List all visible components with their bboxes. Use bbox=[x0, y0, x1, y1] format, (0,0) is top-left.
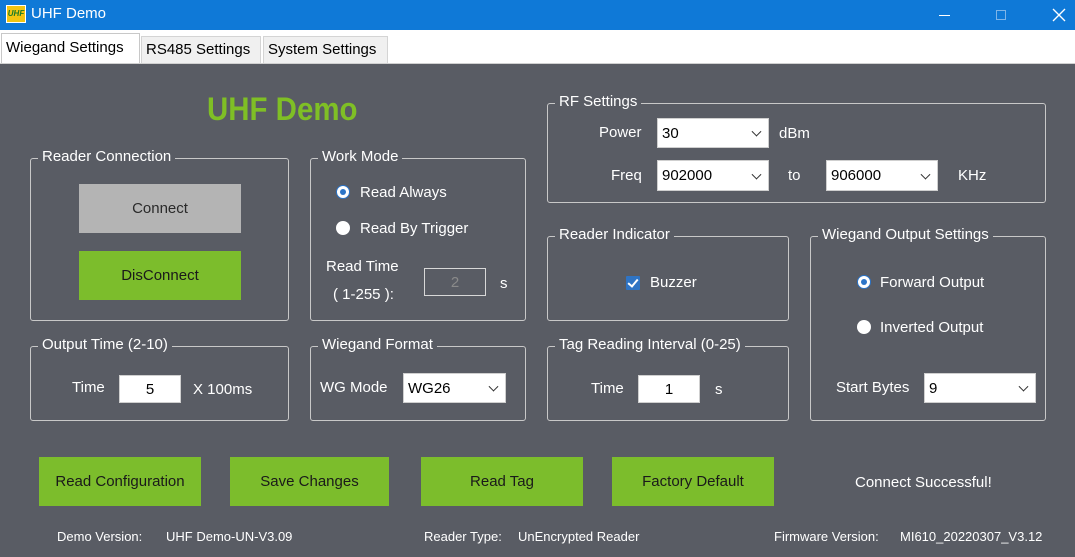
work-mode-title: Work Mode bbox=[318, 148, 403, 165]
freq-to-label: to bbox=[788, 167, 801, 184]
status-text: Connect Successful! bbox=[855, 474, 992, 491]
demo-version-label: Demo Version: bbox=[57, 529, 143, 544]
tab-wiegand-settings[interactable]: Wiegand Settings bbox=[1, 33, 140, 64]
output-time-unit: X 100ms bbox=[193, 381, 253, 398]
logo-text: UHF Demo bbox=[207, 91, 358, 127]
window-title: UHF Demo bbox=[31, 5, 107, 22]
reader-connection-group: Reader Connection bbox=[30, 148, 289, 321]
title-bar[interactable] bbox=[0, 0, 1075, 30]
close-icon bbox=[1052, 8, 1066, 22]
wg-mode-label: WG Mode bbox=[320, 379, 388, 396]
reader-indicator-group: Reader Indicator bbox=[547, 226, 789, 321]
output-time-label: Time bbox=[72, 379, 105, 396]
buzzer-label: Buzzer bbox=[650, 274, 697, 291]
start-bytes-select[interactable]: 9 bbox=[924, 373, 1036, 403]
chevron-down-icon bbox=[920, 169, 931, 180]
wiegand-output-title: Wiegand Output Settings bbox=[818, 226, 993, 243]
read-configuration-button[interactable]: Read Configuration bbox=[39, 457, 201, 506]
buzzer-checkbox[interactable] bbox=[626, 276, 640, 290]
maximize-icon bbox=[996, 10, 1006, 20]
tag-interval-unit: s bbox=[715, 381, 723, 398]
read-time-input[interactable]: 2 bbox=[424, 268, 486, 296]
inverted-output-radio[interactable] bbox=[857, 320, 871, 334]
close-button[interactable] bbox=[1036, 0, 1075, 30]
power-unit: dBm bbox=[779, 125, 810, 142]
tag-interval-title: Tag Reading Interval (0-25) bbox=[555, 336, 745, 353]
read-by-trigger-label: Read By Trigger bbox=[360, 220, 469, 237]
firmware-version-label: Firmware Version: bbox=[774, 529, 879, 544]
rf-settings-title: RF Settings bbox=[555, 93, 642, 110]
firmware-version-value: MI610_20220307_V3.12 bbox=[900, 529, 1043, 544]
chevron-down-icon bbox=[751, 126, 762, 137]
output-time-group: Output Time (2-10) bbox=[30, 336, 289, 421]
wiegand-format-title: Wiegand Format bbox=[318, 336, 437, 353]
power-label: Power bbox=[599, 124, 642, 141]
start-bytes-label: Start Bytes bbox=[836, 379, 910, 396]
inverted-output-label: Inverted Output bbox=[880, 319, 984, 336]
wiegand-output-group: Wiegand Output Settings bbox=[810, 226, 1046, 421]
tag-interval-input[interactable]: 1 bbox=[638, 375, 700, 403]
tag-interval-group: Tag Reading Interval (0-25) bbox=[547, 336, 789, 421]
freq-label: Freq bbox=[611, 167, 642, 184]
connect-button[interactable]: Connect bbox=[79, 184, 241, 233]
reader-connection-title: Reader Connection bbox=[38, 148, 176, 165]
tab-rs485-settings[interactable]: RS485 Settings bbox=[141, 36, 261, 63]
read-always-label: Read Always bbox=[360, 184, 447, 201]
rf-settings-group: RF Settings bbox=[547, 93, 1046, 203]
wg-mode-select[interactable]: WG26 bbox=[403, 373, 506, 403]
start-bytes-value: 9 bbox=[929, 379, 938, 397]
work-mode-group: Work Mode bbox=[310, 148, 526, 321]
demo-version-value: UHF Demo-UN-V3.09 bbox=[166, 529, 293, 544]
read-by-trigger-radio[interactable] bbox=[336, 221, 350, 235]
app-icon: UHF bbox=[6, 5, 26, 23]
forward-output-label: Forward Output bbox=[880, 274, 985, 291]
read-time-label: Read Time bbox=[326, 258, 399, 275]
freq-to-select[interactable]: 906000 bbox=[826, 160, 938, 191]
read-always-radio[interactable] bbox=[336, 185, 350, 199]
maximize-button[interactable] bbox=[978, 0, 1024, 30]
freq-unit: KHz bbox=[958, 167, 987, 184]
forward-output-radio[interactable] bbox=[857, 275, 871, 289]
wiegand-format-group: Wiegand Format bbox=[310, 336, 526, 421]
tab-system-settings[interactable]: System Settings bbox=[263, 36, 388, 63]
reader-type-value: UnEncrypted Reader bbox=[518, 529, 640, 544]
minimize-icon bbox=[938, 14, 950, 16]
freq-from-select[interactable]: 902000 bbox=[657, 160, 769, 191]
power-select[interactable]: 30 bbox=[657, 118, 769, 148]
chevron-down-icon bbox=[1018, 381, 1029, 392]
wg-mode-value: WG26 bbox=[408, 379, 451, 397]
tag-interval-label: Time bbox=[591, 380, 624, 397]
read-tag-button[interactable]: Read Tag bbox=[421, 457, 583, 506]
read-time-unit: s bbox=[500, 275, 508, 292]
freq-to-value: 906000 bbox=[831, 167, 882, 184]
factory-default-button[interactable]: Factory Default bbox=[612, 457, 774, 506]
read-time-range: ( 1-255 ): bbox=[333, 286, 394, 303]
chevron-down-icon bbox=[488, 381, 499, 392]
reader-type-label: Reader Type: bbox=[424, 529, 502, 544]
minimize-button[interactable] bbox=[921, 0, 967, 30]
power-value: 30 bbox=[662, 124, 679, 142]
freq-from-value: 902000 bbox=[662, 167, 713, 184]
disconnect-button[interactable]: DisConnect bbox=[79, 251, 241, 300]
chevron-down-icon bbox=[751, 169, 762, 180]
tab-divider bbox=[0, 63, 1075, 64]
reader-indicator-title: Reader Indicator bbox=[555, 226, 674, 243]
output-time-title: Output Time (2-10) bbox=[38, 336, 172, 353]
save-changes-button[interactable]: Save Changes bbox=[230, 457, 389, 506]
output-time-input[interactable]: 5 bbox=[119, 375, 181, 403]
